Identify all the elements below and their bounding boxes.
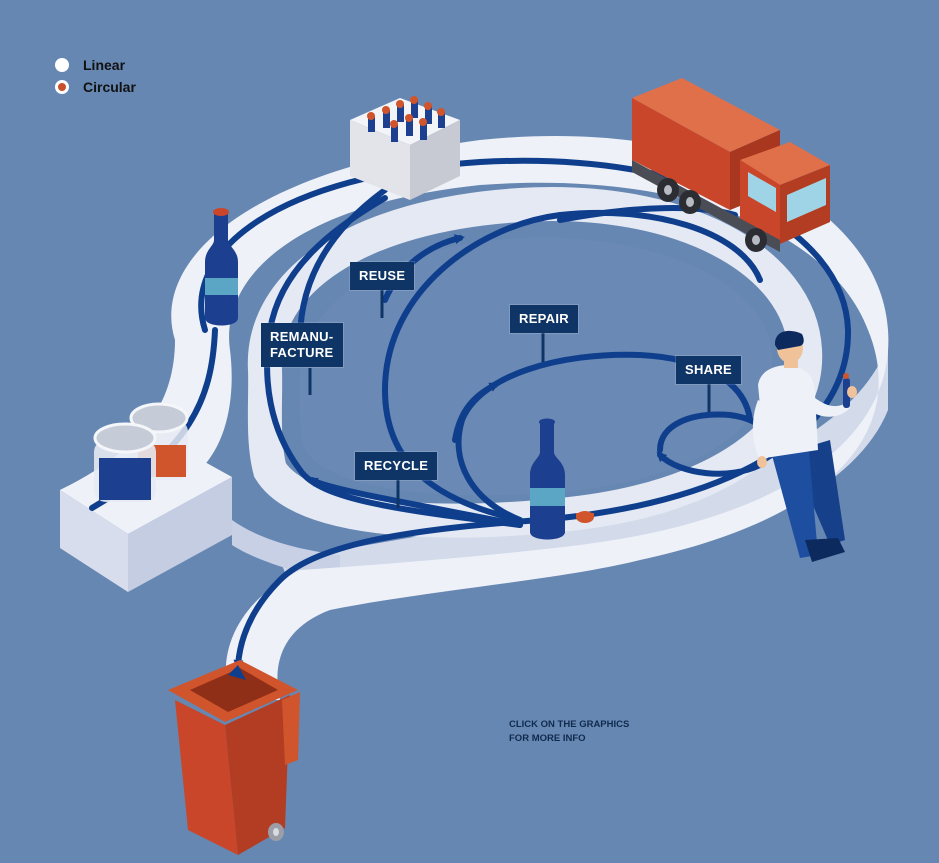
- circular-dot-icon: [55, 80, 69, 94]
- stage-label-repair-text: REPAIR: [519, 311, 569, 326]
- linear-flow-to-bin: [233, 517, 543, 670]
- legend: Linear Circular: [55, 54, 136, 98]
- reuse-loop: [295, 187, 388, 345]
- bottle-crate-graphic[interactable]: [350, 96, 460, 200]
- legend-item-linear: Linear: [55, 54, 136, 76]
- person-graphic[interactable]: [752, 330, 857, 562]
- linear-dot-icon: [55, 58, 69, 72]
- legend-label-circular: Circular: [83, 79, 136, 95]
- jars-graphic[interactable]: [93, 402, 189, 502]
- stage-label-remanufacture[interactable]: REMANU- FACTURE: [261, 323, 343, 367]
- legend-item-circular: Circular: [55, 76, 136, 98]
- stage-label-recycle-text: RECYCLE: [364, 458, 429, 473]
- label-pointers: [308, 290, 711, 508]
- click-hint: CLICK ON THE GRAPHICS FOR MORE INFO: [509, 718, 629, 746]
- legend-label-linear: Linear: [83, 57, 126, 73]
- click-hint-line1: CLICK ON THE GRAPHICS: [509, 719, 630, 730]
- delivery-truck-graphic[interactable]: [632, 78, 830, 252]
- stage-label-share[interactable]: SHARE: [676, 356, 742, 384]
- stage-label-repair[interactable]: REPAIR: [510, 305, 578, 333]
- repair-arrow: [452, 382, 500, 443]
- stage-label-remanufacture-line2: FACTURE: [270, 345, 334, 360]
- waste-bin-graphic[interactable]: [168, 660, 300, 855]
- stage-label-reuse-text: REUSE: [359, 268, 406, 283]
- remanufacture-loop: [264, 195, 523, 528]
- stage-label-recycle[interactable]: RECYCLE: [355, 452, 438, 480]
- bottle-graphic-left[interactable]: [205, 208, 238, 326]
- stage-label-remanufacture-line1: REMANU-: [270, 329, 334, 344]
- stage-label-reuse[interactable]: REUSE: [350, 262, 415, 290]
- bottle-graphic-center[interactable]: [530, 418, 594, 540]
- stage-label-share-text: SHARE: [685, 362, 733, 377]
- click-hint-line2: FOR MORE INFO: [509, 733, 586, 744]
- recycle-loop: [307, 477, 523, 528]
